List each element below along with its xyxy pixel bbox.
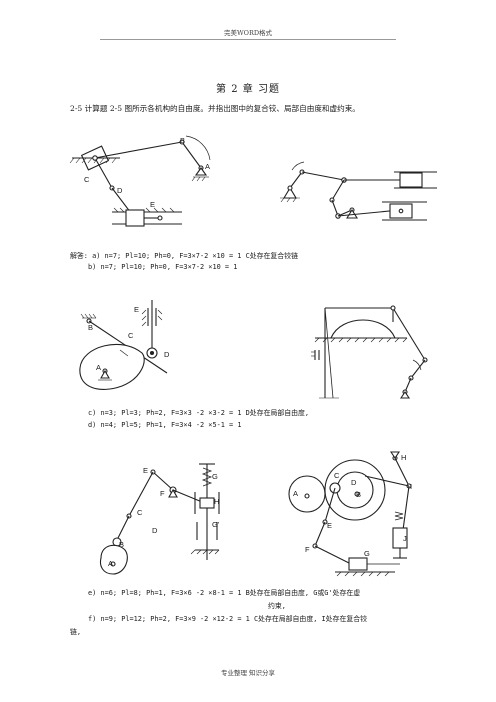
fig-a-label-e: E bbox=[150, 200, 156, 209]
fig-a-label-b: B bbox=[180, 136, 186, 145]
fig-c-label-c: C bbox=[128, 331, 134, 340]
fig-f-label-g: G bbox=[364, 549, 370, 558]
figure-d bbox=[311, 305, 428, 399]
figure-c bbox=[79, 300, 168, 390]
answer-f-continued: 链, bbox=[70, 628, 82, 636]
fig-f-label-h: H bbox=[401, 453, 407, 462]
fig-e-label-b: B bbox=[119, 540, 125, 549]
fig-f-label-c: C bbox=[334, 471, 340, 480]
fig-a-label-d: D bbox=[117, 186, 123, 195]
fig-e-label-c: C bbox=[137, 508, 143, 517]
fig-c-label-d: D bbox=[164, 350, 170, 359]
fig-f-label-b: B bbox=[356, 490, 362, 499]
fig-e-label-h: H bbox=[214, 497, 220, 506]
fig-f-label-e: E bbox=[327, 521, 333, 530]
fig-f-label-a: A bbox=[293, 489, 299, 498]
figure-f bbox=[288, 451, 412, 577]
fig-e-label-a: A bbox=[108, 559, 114, 568]
fig-c-label-a: A bbox=[96, 363, 102, 372]
fig-a-label-a: A bbox=[205, 162, 211, 171]
fig-e-label-g-prime: G' bbox=[212, 520, 220, 529]
fig-c-label-e: E bbox=[134, 305, 140, 314]
fig-e-label-f: F bbox=[160, 489, 165, 498]
answer-e: e) n=6; Pl=8; Ph=1, F=3×6 -2 ×8-1 = 1 B处… bbox=[88, 589, 361, 597]
figure-e bbox=[99, 463, 220, 575]
fig-f-label-i: I bbox=[410, 482, 413, 491]
fig-a-label-c: C bbox=[84, 175, 90, 184]
fig-e-label-g: G bbox=[212, 472, 218, 481]
fig-f-label-j: J bbox=[403, 534, 407, 543]
figure-a bbox=[69, 135, 211, 227]
page-footer: 专业整理 知识分享 bbox=[220, 669, 276, 677]
problem-statement: 2-5 计算题 2-5 图所示各机构的自由度。并指出图中的复合铰、局部自由度和虚… bbox=[70, 104, 360, 113]
page-header: 完美WORD格式 bbox=[223, 29, 273, 37]
answer-e-continued: 约束, bbox=[268, 602, 286, 610]
fig-f-label-f: F bbox=[305, 545, 310, 554]
answer-d: d) n=4; Pl=5; Ph=1, F=3×4 -2 ×5-1 = 1 bbox=[88, 421, 242, 429]
figure-b bbox=[280, 161, 437, 221]
header-rule bbox=[100, 39, 396, 40]
fig-e-label-e: E bbox=[143, 466, 149, 475]
fig-c-label-b: B bbox=[88, 323, 94, 332]
answer-a: 解答: a) n=7; Pl=10; Ph=0, F=3×7-2 ×10 = 1… bbox=[70, 252, 298, 260]
fig-e-label-d: D bbox=[152, 526, 158, 535]
answer-c: c) n=3; Pl=3; Ph=2, F=3×3 -2 ×3-2 = 1 D处… bbox=[88, 409, 310, 417]
fig-f-label-d: D bbox=[351, 478, 357, 487]
answer-f: f) n=9; Pl=12; Ph=2, F=3×9 -2 ×12-2 = 1 … bbox=[88, 615, 368, 623]
chapter-title: 第 2 章 习题 bbox=[216, 84, 280, 95]
answer-b: b) n=7; Pl=10; Ph=0, F=3×7-2 ×10 = 1 bbox=[88, 263, 238, 271]
